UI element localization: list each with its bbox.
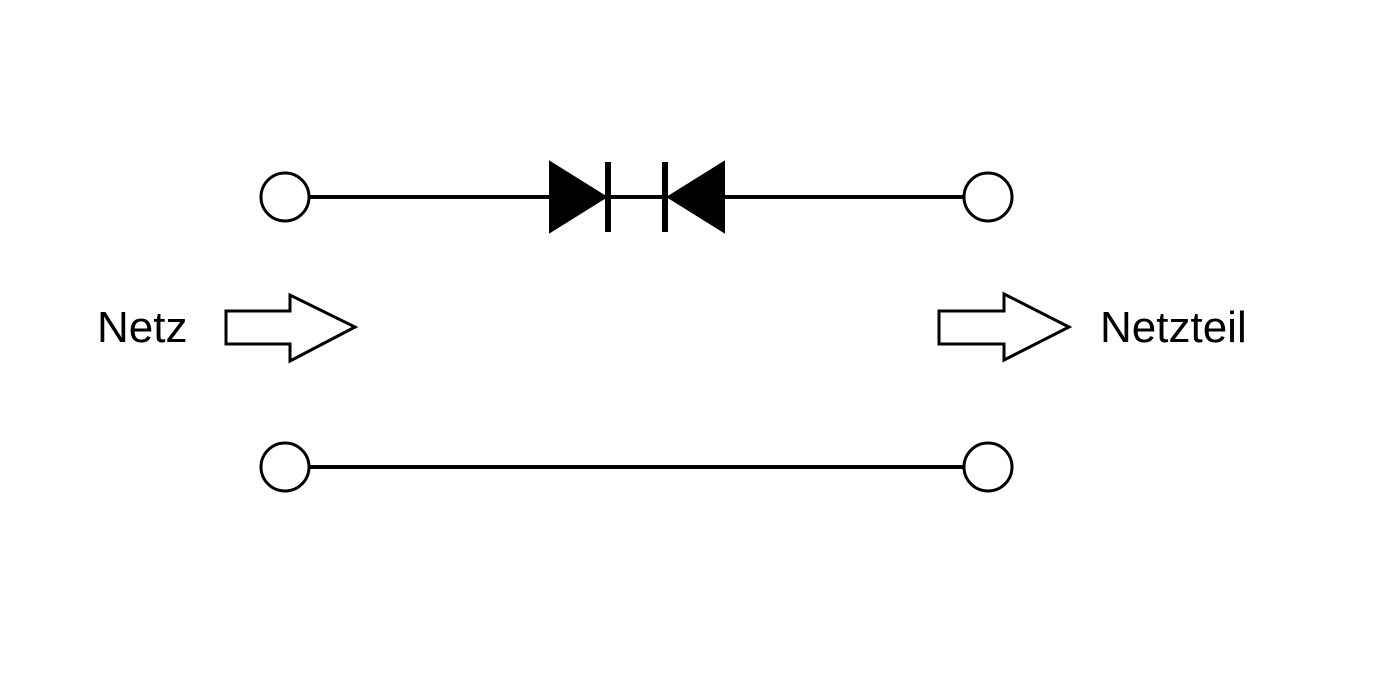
diode-pair	[549, 160, 725, 234]
terminals	[259, 171, 1014, 493]
output-arrow-icon	[937, 291, 1073, 363]
terminal-bottom-right	[962, 441, 1014, 493]
terminal-top-left	[259, 171, 311, 223]
diode-right-triangle	[666, 160, 725, 234]
terminal-top-right	[962, 171, 1014, 223]
terminal-bottom-left	[259, 441, 311, 493]
diode-left-triangle	[549, 160, 608, 234]
input-label: Netz	[97, 303, 187, 352]
output-label: Netzteil	[1100, 303, 1247, 352]
input-arrow-icon	[224, 292, 359, 364]
